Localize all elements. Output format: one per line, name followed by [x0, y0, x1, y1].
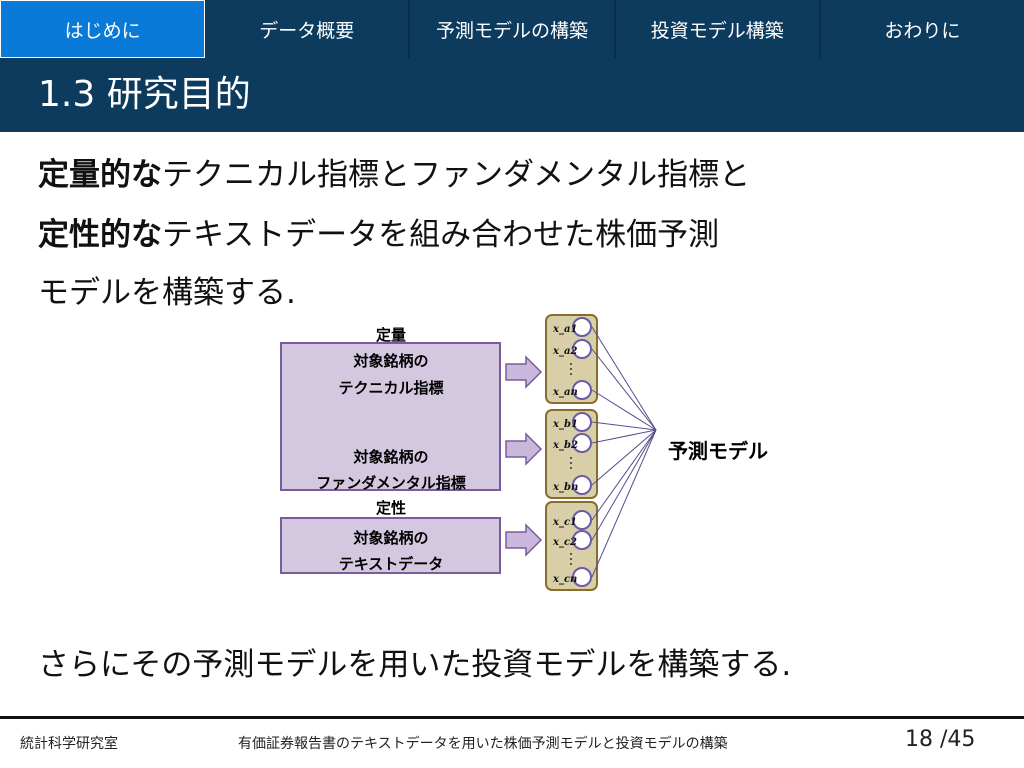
var-label-c1: x_c1: [552, 517, 577, 528]
box2-line2: ファンダメンタル指標: [316, 474, 466, 492]
var-label-b1: x_b1: [552, 419, 578, 430]
body-text-1: テクニカル指標とファンダメンタル指標と: [162, 157, 751, 193]
footer-divider: [0, 716, 1024, 719]
ellipsis-icon: [570, 363, 572, 565]
qualitative-label: 定性: [376, 499, 406, 517]
var-label-an: x_an: [552, 387, 578, 398]
body-text-2: テキストデータを組み合わせた株価予測: [162, 217, 720, 253]
node-circle: [572, 317, 592, 337]
arrow-right-icon: [505, 355, 543, 389]
var-label-bn: x_bn: [552, 482, 578, 493]
box2-line1: 対象銘柄の: [352, 448, 428, 466]
tab-conclusion[interactable]: おわりに: [884, 19, 961, 42]
body-line-3: モデルを構築する.: [38, 275, 296, 311]
page-number: 18 /45: [905, 727, 976, 752]
footer-lab: 統計科学研究室: [20, 736, 118, 752]
var-label-a2: x_a2: [552, 346, 577, 357]
tab-introduction[interactable]: はじめに: [0, 0, 206, 58]
box3-line1: 対象銘柄の: [352, 529, 428, 547]
quantitative-input-box: [280, 342, 501, 491]
var-label-a1: x_a1: [552, 324, 577, 335]
quantitative-label: 定量: [376, 326, 406, 344]
title-bar: [0, 58, 1024, 132]
body-emphasis-qualitative: 定性的な: [38, 217, 162, 253]
connection-lines: [591, 326, 657, 578]
box3-line2: テキストデータ: [339, 555, 444, 573]
node-circle: [572, 433, 592, 453]
node-circle: [572, 412, 592, 432]
body-emphasis-quantitative: 定量的な: [38, 157, 162, 193]
node-circle: [572, 510, 592, 530]
node-circle: [572, 339, 592, 359]
qualitative-input-box: [280, 517, 501, 574]
box1-line1: 対象銘柄の: [352, 352, 428, 370]
arrow-right-icon: [505, 523, 543, 557]
prediction-model-label: 予測モデル: [668, 439, 768, 463]
tab-prediction-model[interactable]: 予測モデルの構築: [410, 0, 616, 58]
body-line-2: 定性的なテキストデータを組み合わせた株価予測: [38, 214, 719, 256]
feature-nodes: [572, 317, 592, 587]
node-circle: [572, 530, 592, 550]
var-label-c2: x_c2: [552, 537, 577, 548]
node-circle: [572, 567, 592, 587]
node-circle: [572, 475, 592, 495]
tab-data-overview[interactable]: データ概要: [205, 0, 411, 58]
tab-investment-model[interactable]: 投資モデル構築: [616, 0, 821, 58]
body-line-1: 定量的なテクニカル指標とファンダメンタル指標と: [38, 154, 750, 196]
section-nav: はじめに データ概要 予測モデルの構築 投資モデル構築 おわりに: [0, 0, 1024, 58]
bottom-statement: さらにその予測モデルを用いた投資モデルを構築する.: [38, 647, 792, 683]
slide-title: 1.3 研究目的: [38, 74, 251, 115]
footer-talk-title: 有価証券報告書のテキストデータを用いた株価予測モデルと投資モデルの構築: [238, 736, 728, 752]
node-circle: [572, 380, 592, 400]
var-label-b2: x_b2: [552, 440, 578, 451]
box1-line2: テクニカル指標: [338, 379, 443, 397]
var-label-cn: x_cn: [552, 574, 577, 585]
arrow-right-icon: [505, 432, 543, 466]
